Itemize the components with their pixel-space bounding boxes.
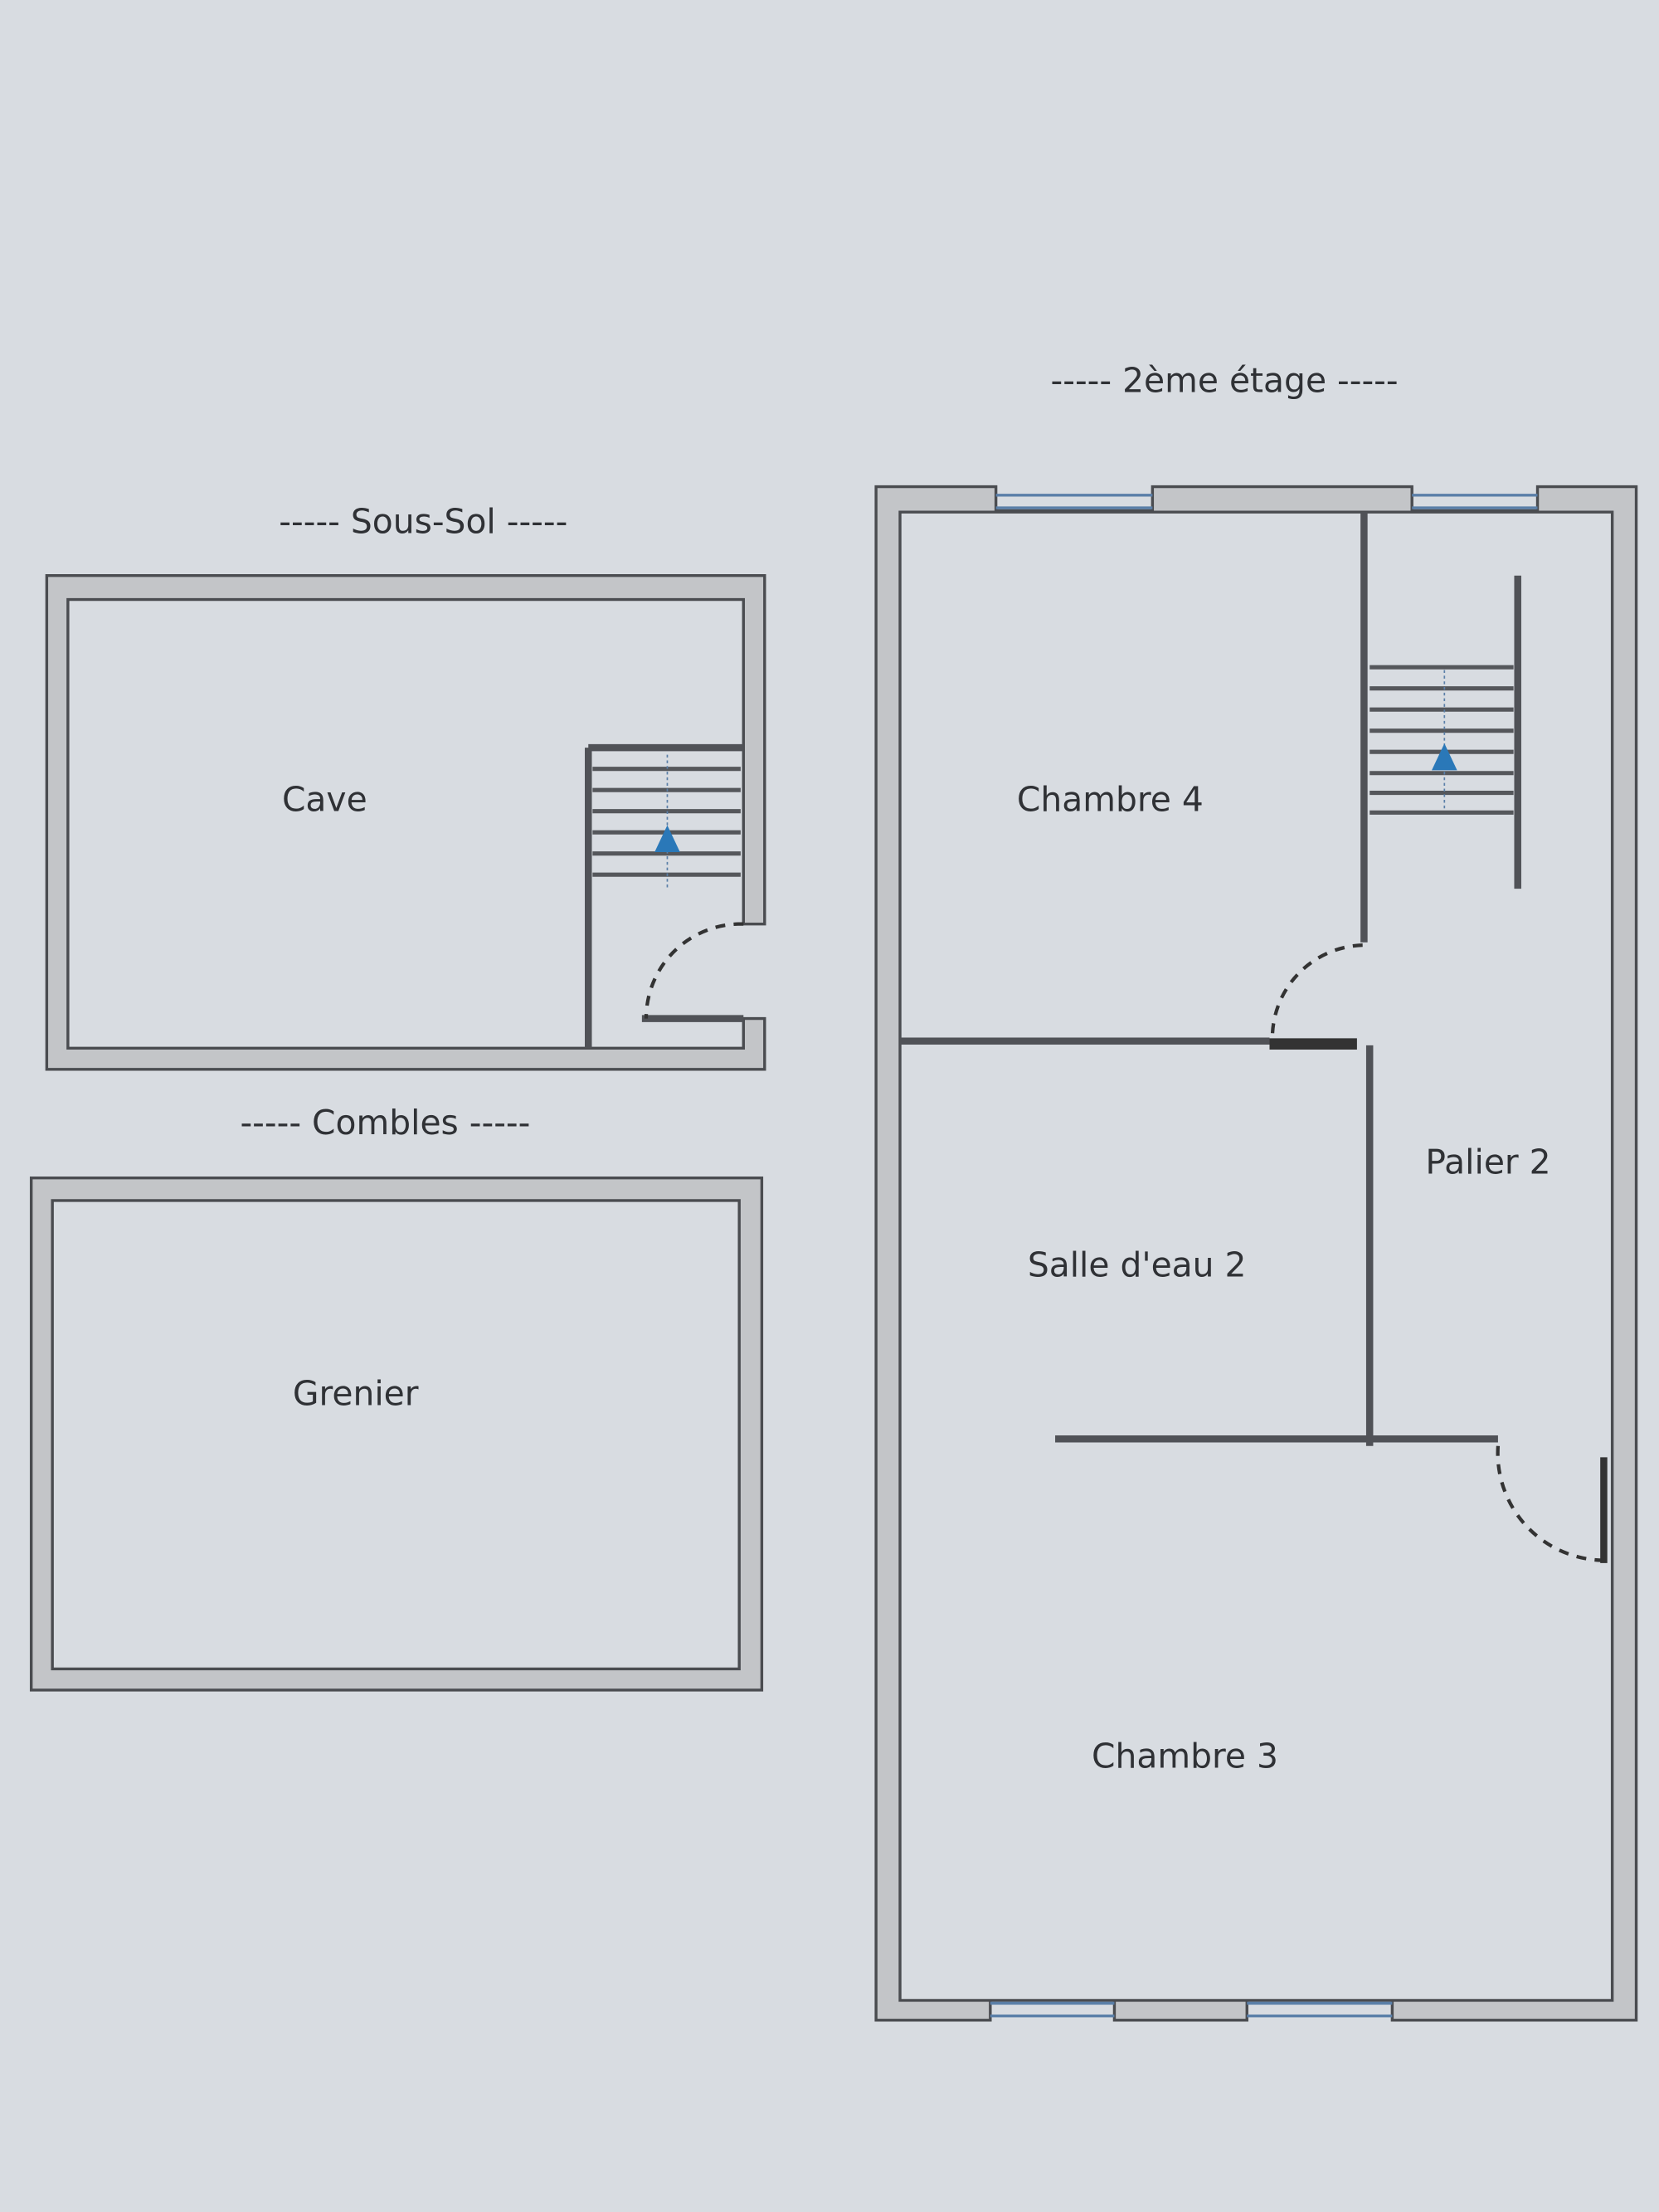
- second-floor-outer-wall: [874, 485, 1638, 2022]
- basement-plan: ----- Sous-Sol ----- Cave: [45, 502, 766, 1071]
- basement-title: ----- Sous-Sol -----: [279, 502, 567, 542]
- second-floor-stairs: [1370, 575, 1521, 889]
- door-swing-chambre3: [1496, 1445, 1602, 1562]
- room-label-cave: Cave: [282, 780, 367, 820]
- stair-up-arrow-icon: [1432, 743, 1457, 771]
- attic-outer-wall: [29, 1177, 764, 1692]
- basement-outer-wall: [45, 574, 766, 1071]
- stair-up-arrow-icon: [654, 825, 680, 852]
- attic-plan: ----- Combles ----- Grenier: [29, 1103, 764, 1692]
- room-label-palier2: Palier 2: [1425, 1143, 1550, 1182]
- second-floor-title: ----- 2ème étage -----: [1051, 361, 1399, 401]
- door-swing-chambre4: [1270, 943, 1363, 1039]
- room-label-salle-eau2: Salle d'eau 2: [1028, 1245, 1247, 1285]
- windows: [990, 494, 1538, 2018]
- basement-stairs: [592, 754, 741, 889]
- room-label-chambre4: Chambre 4: [1017, 780, 1204, 820]
- room-label-grenier: Grenier: [293, 1373, 419, 1413]
- attic-title: ----- Combles -----: [240, 1103, 530, 1143]
- room-label-chambre3: Chambre 3: [1092, 1736, 1278, 1776]
- basement-door-swing: [644, 922, 744, 1019]
- second-floor-plan: ----- 2ème étage ----- C: [874, 361, 1638, 2022]
